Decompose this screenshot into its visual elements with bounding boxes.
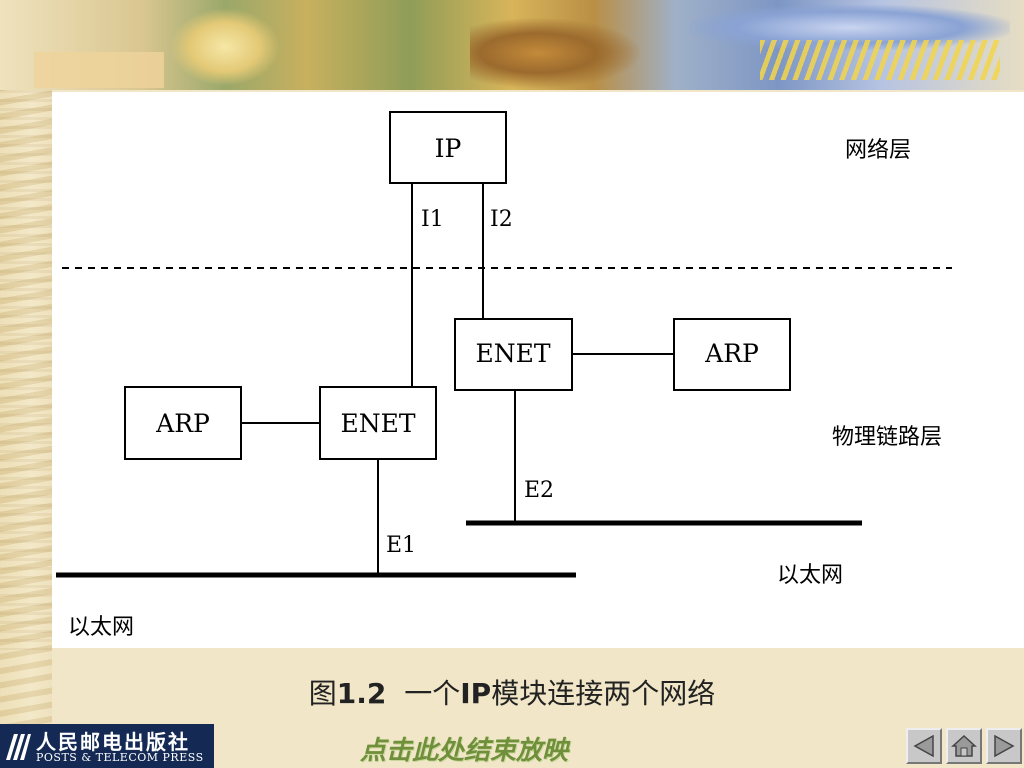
e1-label: E1 <box>386 533 416 558</box>
parchment-background <box>0 0 52 768</box>
caption-text: 一个 <box>404 677 461 710</box>
arp-right-label: ARP <box>704 339 759 368</box>
banner-shade <box>34 52 164 88</box>
ethernet-right-label: 以太网 <box>777 563 843 588</box>
wheat-decoration <box>760 40 1000 80</box>
network-layer-label: 网络层 <box>845 138 911 163</box>
i2-label: I2 <box>490 207 513 232</box>
i1-label: I1 <box>421 207 444 232</box>
parchment-texture <box>0 90 52 650</box>
publisher-logo: 人民邮电出版社 POSTS & TELECOM PRESS <box>0 724 214 768</box>
caption-text-rest: 模块连接两个网络 <box>491 677 716 710</box>
caption-prefix: 图 <box>308 677 337 710</box>
enet-right-label: ENET <box>475 339 550 368</box>
publisher-name-en: POSTS & TELECOM PRESS <box>36 751 204 764</box>
home-icon <box>951 734 977 757</box>
publisher-mark-icon <box>6 734 31 760</box>
decorative-banner <box>0 0 1024 90</box>
e2-label: E2 <box>524 478 554 503</box>
arp-right-box <box>673 318 791 391</box>
enet-left-label: ENET <box>340 409 415 438</box>
slide-navigation <box>906 728 1024 768</box>
previous-icon <box>913 734 934 758</box>
enet-right-box <box>454 318 573 391</box>
caption-number: 1.2 <box>336 677 387 710</box>
next-slide-button[interactable] <box>986 728 1022 764</box>
caption-ip: IP <box>460 677 492 710</box>
home-button[interactable] <box>946 728 982 764</box>
figure-caption: 图1.2 一个IP模块连接两个网络 <box>0 672 1024 712</box>
network-diagram: IP ARP ENET ENET ARP I1 I2 E1 E2 网络层 物理链… <box>56 111 952 640</box>
ip-label: IP <box>435 134 462 163</box>
leaf-decoration <box>170 8 280 86</box>
publisher-name-cn: 人民邮电出版社 <box>36 730 190 754</box>
end-show-link[interactable]: 点击此处结束放映 <box>360 736 569 766</box>
leaf-decoration <box>470 18 640 88</box>
ip-box <box>389 111 507 184</box>
previous-slide-button[interactable] <box>906 728 942 764</box>
ethernet-left-label: 以太网 <box>68 615 134 640</box>
physical-layer-label: 物理链路层 <box>832 425 942 450</box>
next-icon <box>994 734 1015 758</box>
arp-left-label: ARP <box>155 409 210 438</box>
